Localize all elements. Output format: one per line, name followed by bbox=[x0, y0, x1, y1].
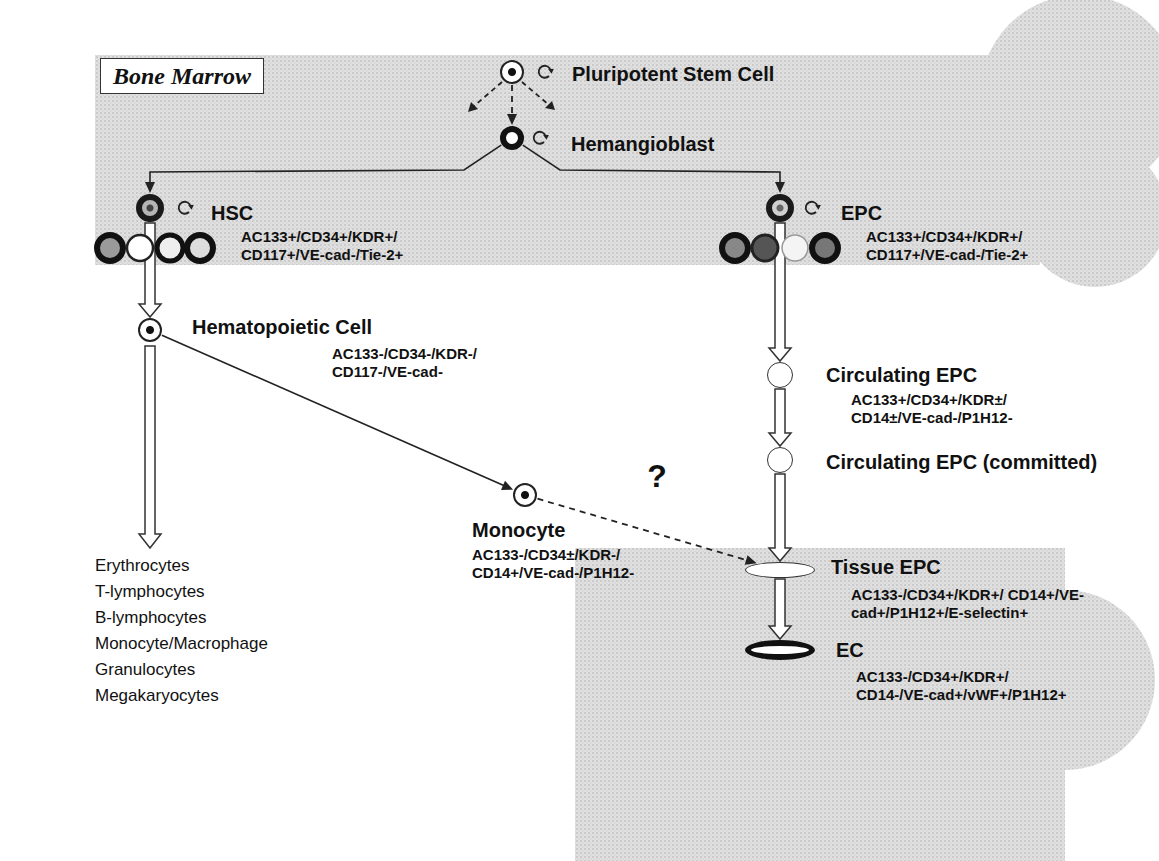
hsc-cluster bbox=[97, 235, 213, 261]
stem-cell: Pluripotent Stem Cell bbox=[500, 60, 524, 84]
renewal-arc bbox=[806, 202, 818, 214]
endothelial-cell: ECAC133-/CD34+/KDR+/ CD14-/VE-cad+/vWF+/… bbox=[745, 640, 815, 660]
cell bbox=[812, 235, 838, 261]
cell-name: Circulating EPC (committed) bbox=[826, 450, 1097, 474]
arrow-head bbox=[545, 101, 555, 110]
arrow-head bbox=[543, 135, 549, 140]
dashed-arrow bbox=[474, 82, 502, 106]
cell bbox=[782, 235, 808, 261]
hsc-cell: HSCAC133+/CD34+/KDR+/ CD117+/VE-cad-/Tie… bbox=[136, 194, 164, 222]
marker-profile: AC133+/CD34+/KDR+/ CD117+/VE-cad-/Tie-2+ bbox=[866, 228, 1033, 264]
cell-name: HSC bbox=[211, 201, 253, 225]
cell-name: Monocyte bbox=[472, 518, 565, 542]
connector-line bbox=[150, 145, 501, 184]
bone-marrow-region: Bone Marrow Pluripotent Stem CellHemangio… bbox=[95, 55, 1040, 265]
cell-type-item: B-lymphocytes bbox=[95, 607, 206, 629]
cell-type-item: T-lymphocytes bbox=[95, 581, 205, 603]
cell-name: Tissue EPC bbox=[831, 555, 941, 579]
arrow-head bbox=[468, 102, 478, 112]
arrow-head bbox=[145, 182, 155, 193]
region-title: Bone Marrow bbox=[100, 58, 264, 94]
arrow-head bbox=[507, 114, 517, 125]
arrow-head bbox=[815, 205, 821, 210]
cell-name: EPC bbox=[841, 201, 882, 225]
self-renewal-icon bbox=[179, 202, 194, 214]
cell-name: Hemangioblast bbox=[571, 132, 714, 156]
cell bbox=[752, 235, 778, 261]
renewal-arc bbox=[534, 132, 546, 144]
hemangioblast-cell: Hemangioblast bbox=[500, 126, 524, 150]
arrow-head bbox=[188, 205, 194, 210]
cell-type-item: Erythrocytes bbox=[95, 555, 189, 577]
cell-name: Circulating EPC bbox=[826, 363, 977, 387]
lineage-arrow bbox=[507, 85, 517, 125]
cell-name: EC bbox=[836, 638, 864, 662]
marker-profile: AC133+/CD34+/KDR+/ CD117+/VE-cad-/Tie-2+ bbox=[241, 228, 408, 264]
monocyte-cell: MonocyteAC133-/CD34±/KDR-/ CD14+/VE-cad-… bbox=[513, 483, 537, 507]
block-arrow bbox=[769, 474, 791, 561]
self-renewal-icon bbox=[534, 132, 549, 144]
arrow-head bbox=[548, 69, 554, 74]
lineage-arrow bbox=[769, 474, 791, 561]
renewal-arc bbox=[179, 202, 191, 214]
cell-type-item: Megakaryocytes bbox=[95, 685, 219, 707]
arrow-head bbox=[501, 481, 513, 490]
edge-label: ? bbox=[644, 458, 670, 494]
block-arrow bbox=[769, 579, 791, 639]
cell-name: Pluripotent Stem Cell bbox=[572, 62, 774, 86]
self-renewal-icon bbox=[539, 66, 554, 78]
lineage-arrow bbox=[769, 389, 791, 446]
marker-profile: AC133-/CD34+/KDR+/ CD14-/VE-cad+/vWF+/P1… bbox=[856, 668, 1071, 704]
marrow-lobe bbox=[1023, 143, 1159, 287]
epc-cell: EPCAC133+/CD34+/KDR+/ CD117+/VE-cad-/Tie… bbox=[766, 194, 794, 222]
self-renewal-icon bbox=[806, 202, 821, 214]
connector-line bbox=[162, 335, 505, 486]
committed-epc: Circulating EPC (committed) bbox=[767, 447, 793, 473]
cell bbox=[157, 235, 183, 261]
dashed-line bbox=[511, 85, 513, 116]
cell-type-item: Granulocytes bbox=[95, 659, 195, 681]
marrow-band bbox=[95, 55, 1040, 265]
lineage-arrow bbox=[145, 145, 501, 193]
marker-profile: AC133-/CD34+/KDR+/ CD14+/VE-cad+/P1H12+/… bbox=[851, 586, 1109, 622]
marker-profile: AC133-/CD34-/KDR-/ CD117-/VE-cad- bbox=[332, 345, 482, 381]
cell bbox=[187, 235, 213, 261]
marker-profile: AC133+/CD34+/KDR±/ CD14±/VE-cad-/P1H12- bbox=[851, 391, 1017, 427]
stem-branch-arrows bbox=[474, 82, 549, 106]
hematopoietic-cell: Hematopoietic CellAC133-/CD34-/KDR-/ CD1… bbox=[138, 318, 162, 342]
cell bbox=[97, 235, 123, 261]
tissue-epc: Tissue EPCAC133-/CD34+/KDR+/ CD14+/VE-ca… bbox=[745, 562, 815, 578]
block-arrow bbox=[769, 389, 791, 446]
dashed-arrow bbox=[522, 82, 549, 105]
cell bbox=[722, 235, 748, 261]
epc-cluster bbox=[722, 235, 838, 261]
lineage-arrow bbox=[769, 579, 791, 639]
lineage-arrow bbox=[162, 335, 513, 490]
cell bbox=[127, 235, 153, 261]
circulating-epc: Circulating EPCAC133+/CD34+/KDR±/ CD14±/… bbox=[767, 362, 793, 388]
cell-name: Hematopoietic Cell bbox=[192, 315, 372, 339]
arrow-head bbox=[775, 182, 785, 193]
cell-type-item: Monocyte/Macrophage bbox=[95, 633, 268, 655]
renewal-arc bbox=[539, 66, 551, 78]
block-arrow bbox=[139, 346, 161, 548]
marker-profile: AC133-/CD34±/KDR-/ CD14+/VE-cad-/P1H12- bbox=[472, 546, 639, 582]
